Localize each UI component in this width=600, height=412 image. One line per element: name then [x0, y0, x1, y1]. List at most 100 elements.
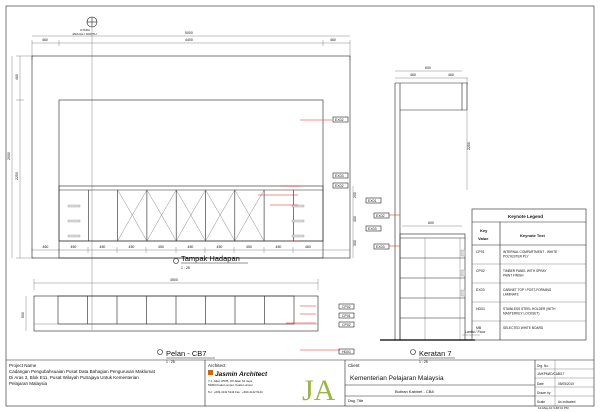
title-block: Project Name Cadangan Pengubahsuaian Pus…: [6, 359, 594, 410]
tb-right-value: As indicated: [558, 400, 576, 404]
tb-right-value: 05/05/2010: [558, 382, 574, 386]
dim-top-1: 460: [42, 38, 48, 42]
keynote-text: MASTERKEY LOCKSET): [503, 312, 539, 316]
architect-line-3: Tel : +603-4142 5143 Fax : +603-4142 514…: [208, 390, 263, 394]
keynote-text: INTERNAL COMPARTMENT - WHITE: [503, 250, 557, 254]
dim-bottom: 460: [305, 245, 311, 249]
keynote-text: TIMBER PANEL WITH SPRAY: [503, 269, 547, 273]
door-swing-line: [190, 189, 206, 242]
elevation-title: Tampak Hadapan: [181, 254, 240, 263]
plan-tag-1: CP02: [342, 305, 351, 309]
keynote-key: MB: [476, 326, 482, 330]
tag-e3: EX02: [335, 184, 344, 188]
plan-overall: 4500: [170, 278, 178, 282]
dim-bottom: 450: [158, 245, 164, 249]
door-swing-line: [117, 189, 133, 242]
tb-right-label: Drg. No.: [537, 364, 549, 368]
keynote-key: CP02: [476, 269, 485, 273]
dim-bottom: 450: [188, 245, 194, 249]
north-sublabel: JADUAL / NORTH: [72, 32, 97, 36]
dim-bottom: 450: [217, 245, 223, 249]
section-scale: 1 : 25: [419, 360, 428, 364]
client-name: Kementerian Pelajaran Malaysia: [350, 375, 444, 382]
door-opening-lines: [117, 189, 265, 242]
keynote-text: POLYESTER PLY: [503, 255, 529, 259]
architect-logo: JA: [302, 374, 336, 407]
keynote-key: CP01: [476, 250, 485, 254]
client-label: Client: [348, 363, 360, 368]
section-title: Keratan 7: [419, 349, 452, 358]
tag-e1: EX02: [335, 118, 344, 122]
tb-right-label: Drawn by: [537, 391, 551, 395]
door-swing-line: [249, 189, 265, 242]
keynote-text: LAMINATE: [503, 293, 519, 297]
section-dim-left: 2250: [467, 142, 471, 150]
section-dim-top: 600: [425, 66, 431, 70]
keynote-key: HD01: [476, 307, 485, 311]
door-swing-line: [219, 189, 235, 242]
dim-left-3: 2000: [7, 152, 11, 160]
cabinet-door-dividers: [88, 190, 294, 241]
keynote-col-value: Value: [478, 236, 489, 241]
tb-right-label: JA/KPM/ID/CAB/17: [537, 372, 565, 376]
door-swing-line: [146, 189, 162, 242]
dim-bottom: 450: [71, 245, 77, 249]
dim-overall: 5000: [185, 31, 193, 35]
section-floor: Lantai / Floor: [465, 330, 486, 334]
dim-top-2: 4400: [185, 38, 193, 42]
project-line-1: Cadangan Pengubahsuaian Pusat Data Bahag…: [9, 369, 156, 374]
section-dim-small: 600: [428, 221, 434, 225]
keynote-text: SELECTED WHITE BOARD: [503, 326, 544, 330]
door-swing-line: [234, 189, 250, 242]
dim-left-2: 2250: [15, 172, 19, 180]
plan-tag-3: CP02: [342, 323, 351, 327]
plan-tag-4: HD01: [342, 350, 351, 354]
architect-label: Architect: [208, 363, 226, 368]
dim-left-1: 460: [15, 74, 19, 80]
keynote-text: CABINET TOP / POST-FORMING: [503, 288, 552, 292]
tag-e5: EX03: [368, 227, 377, 231]
tb-right-label: Scale: [537, 400, 545, 404]
dwg-title-label: Dwg. Title: [348, 399, 363, 403]
door-swing-line: [205, 189, 221, 242]
tb-right-label: Date: [537, 382, 544, 386]
architect-line-1: 7-1, Jalan 3/57B, Off Jalan Sri Jaya,: [208, 379, 253, 383]
front-elevation: UTARA JADUAL / NORTH 460 4400 460 5000 4…: [7, 16, 357, 330]
elevation-tags: EX02 EX03 EX02 EX01 EX03: [332, 116, 382, 232]
dim-bottom: 450: [276, 245, 282, 249]
keynote-col-text: Keynote Text: [520, 233, 545, 238]
tag-e4: EX01: [368, 199, 377, 203]
keynote-text: STAINLESS STEEL HOLDER (WITH: [503, 307, 556, 311]
section-dim-top2: 460: [410, 73, 416, 77]
elevation-scale: 1 : 25: [181, 266, 190, 270]
dim-bottom: 450: [246, 245, 252, 249]
plan-tags: CP02 CP01 CP02 HD01: [338, 303, 355, 355]
keynote-rows: CP01 INTERNAL COMPARTMENT - WHITEPOLYESTE…: [472, 250, 586, 330]
north-marker: UTARA JADUAL / NORTH: [72, 16, 98, 36]
plan-dim-left: 600: [21, 312, 25, 318]
dim-bottom: 460: [43, 245, 49, 249]
north-label: UTARA: [80, 28, 90, 32]
section-tag-2: EX03: [376, 245, 385, 249]
plan-title: Pelan - CB7: [166, 349, 206, 358]
project-label: Project Name: [9, 363, 37, 368]
keynote-key: EX03: [476, 288, 485, 292]
architect-line-2: 53000 Kuala Lumpur, Kuala Lumpur: [208, 383, 253, 387]
project-line-3: Pelajaran Malaysia: [9, 381, 48, 386]
dim-top-3: 460: [330, 38, 336, 42]
plan-view: 4500 600 Pelan - CB7 1 : 25: [21, 278, 340, 364]
section-view: 600 460 460 2250 600 Lantai / Floor EX02: [373, 66, 486, 364]
project-line-2: Di Aras 3, Blok E11, Pusat Wilayah Putra…: [9, 375, 139, 380]
plan-tag-2: CP01: [342, 314, 351, 318]
plan-compartment-dividers: [87, 296, 265, 324]
dim-right-3: 300: [353, 240, 357, 246]
section-tag-1: EX02: [376, 214, 385, 218]
tag-e2: EX03: [335, 174, 344, 178]
sheet-name: Butiran Kabinet - CB8: [395, 389, 434, 394]
architect-name: Jasmin Architect: [215, 371, 268, 378]
section-dim-top3: 460: [448, 73, 454, 77]
